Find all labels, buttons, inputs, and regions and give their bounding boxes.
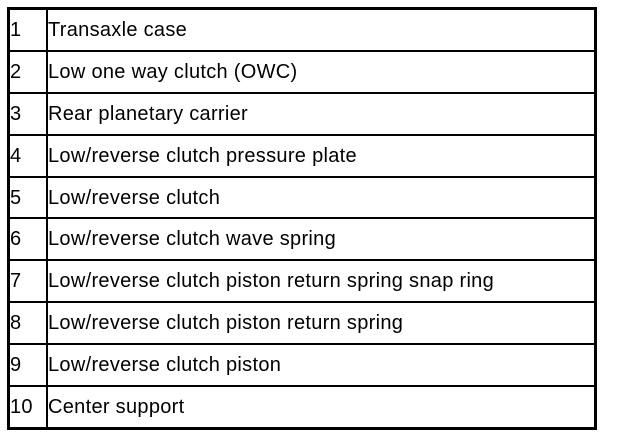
row-description: Rear planetary carrier (46, 92, 597, 136)
row-number: 6 (7, 217, 48, 262)
row-number: 2 (7, 50, 48, 95)
row-description: Low one way clutch (OWC) (46, 50, 597, 95)
row-number: 3 (7, 92, 48, 136)
row-number: 10 (7, 384, 48, 430)
row-description: Low/reverse clutch pressure plate (46, 133, 597, 178)
row-description: Low/reverse clutch piston return spring … (46, 259, 597, 304)
row-description: Low/reverse clutch piston (46, 342, 597, 387)
row-description: Low/reverse clutch (46, 175, 597, 220)
row-number: 8 (7, 301, 48, 345)
row-number: 9 (7, 342, 48, 387)
row-description: Center support (46, 384, 597, 430)
row-number: 7 (7, 259, 48, 304)
row-description: Transaxle case (46, 7, 597, 53)
row-number: 5 (7, 175, 48, 220)
row-number: 1 (7, 7, 48, 53)
row-description: Low/reverse clutch wave spring (46, 217, 597, 262)
row-number: 4 (7, 133, 48, 178)
row-description: Low/reverse clutch piston return spring (46, 301, 597, 345)
